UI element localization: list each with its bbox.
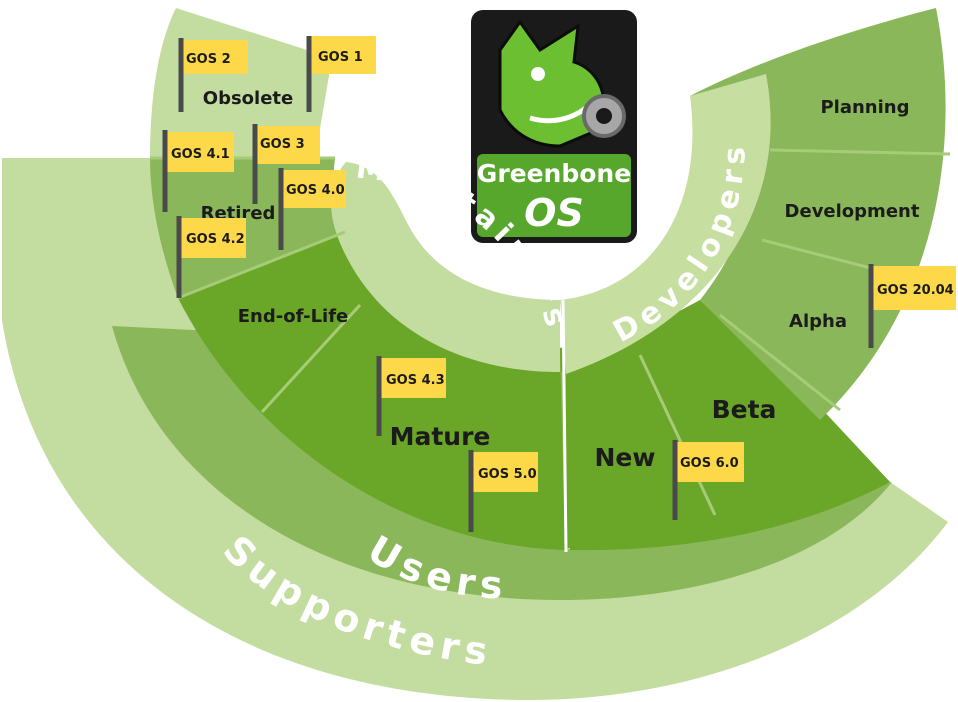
flag-gos3: GOS 3	[252, 124, 320, 204]
maintainers-band	[331, 162, 560, 372]
flag-gos60: GOS 6.0	[672, 440, 744, 520]
phase-development: Development	[785, 201, 920, 222]
phase-new: New	[595, 443, 656, 472]
svg-text:GOS 4.0: GOS 4.0	[286, 183, 345, 198]
svg-text:GOS 1: GOS 1	[318, 50, 363, 65]
phase-planning: Planning	[820, 97, 909, 118]
svg-text:GOS 4.2: GOS 4.2	[186, 232, 245, 247]
svg-text:GOS 20.04: GOS 20.04	[877, 283, 954, 298]
new-beta-segment	[565, 300, 890, 551]
phase-end-of-life: End-of-Life	[238, 306, 349, 327]
logo-line2: OS	[524, 191, 584, 235]
logo-line1: Greenbone	[477, 159, 631, 188]
flag-gos41: GOS 4.1	[162, 130, 234, 212]
phase-obsolete: Obsolete	[203, 88, 293, 109]
svg-text:GOS 4.3: GOS 4.3	[386, 373, 445, 388]
flag-gos42: GOS 4.2	[176, 216, 246, 298]
developers-band	[560, 74, 771, 374]
svg-text:GOS 6.0: GOS 6.0	[680, 456, 739, 471]
phase-alpha: Alpha	[789, 311, 847, 332]
flag-gos1: GOS 1	[306, 36, 376, 112]
greenbone-os-logo: Greenbone OS	[471, 10, 637, 243]
flag-gos2004: GOS 20.04	[868, 264, 956, 348]
svg-text:GOS 3: GOS 3	[260, 137, 305, 152]
phase-mature: Mature	[390, 422, 491, 451]
svg-text:GOS 4.1: GOS 4.1	[171, 147, 230, 162]
phase-beta: Beta	[712, 395, 777, 424]
flag-gos40: GOS 4.0	[278, 168, 346, 250]
flag-gos43: GOS 4.3	[376, 356, 446, 436]
svg-text:GOS 2: GOS 2	[186, 52, 231, 67]
flag-gos50: GOS 5.0	[468, 450, 538, 532]
flag-gos2: GOS 2	[178, 38, 248, 112]
svg-text:GOS 5.0: GOS 5.0	[478, 467, 537, 482]
